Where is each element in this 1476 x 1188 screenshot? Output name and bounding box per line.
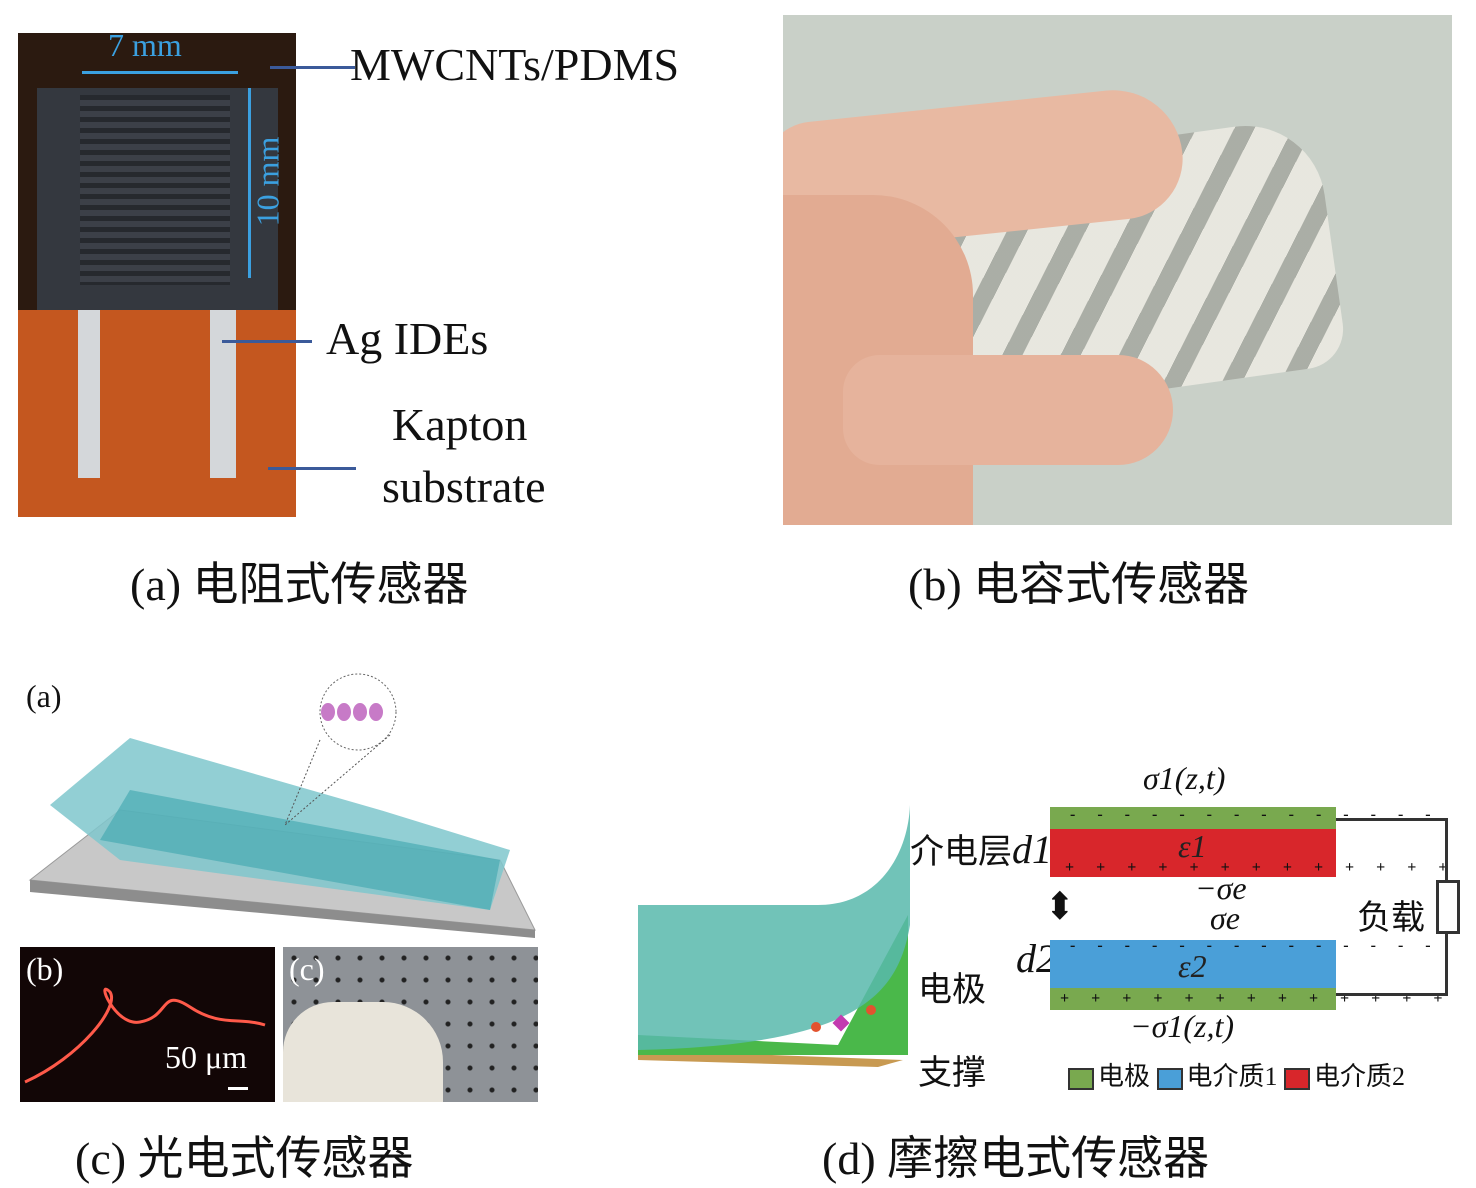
- finger: [843, 355, 1173, 465]
- bubble-beads: [321, 703, 383, 721]
- sub-label-b: (b): [26, 951, 64, 987]
- dielectric-1-layer: [1050, 940, 1336, 988]
- leader-line: [268, 467, 356, 470]
- caption-c: (c) 光电式传感器: [75, 1133, 414, 1184]
- legend-item-dielectric-2: 电介质2: [1284, 1062, 1405, 1091]
- eps1-label: ε1: [1178, 828, 1207, 864]
- legend: 电极 电介质1 电介质2: [1068, 1056, 1405, 1093]
- dielectric-layer-text: 介电层: [910, 834, 1012, 871]
- height-label: 10 mm: [249, 136, 286, 227]
- label-electrode: 电极: [918, 972, 986, 1009]
- load-label: 负载: [1357, 900, 1425, 937]
- top-charge-label: σ1(z,t): [1143, 760, 1226, 796]
- load-resistor: [1436, 880, 1460, 934]
- caption-a: (a) 电阻式传感器: [130, 559, 469, 610]
- gap-arrow: ⬍: [1044, 886, 1076, 928]
- substrate-edge: [30, 880, 535, 938]
- sub-label-a: (a): [26, 678, 62, 714]
- ag-strip-left: [78, 310, 100, 478]
- caption-b: (b) 电容式传感器: [908, 559, 1250, 610]
- leader-line: [222, 340, 312, 343]
- top-electrode: [1050, 807, 1336, 829]
- height-arrow: [248, 88, 251, 278]
- scale-bar: [228, 1087, 248, 1090]
- sigma-e-label: σe: [1210, 900, 1240, 936]
- panel-a-image: 7 mm 10 mm: [18, 27, 296, 517]
- legend-item-electrode: 电极: [1068, 1062, 1150, 1091]
- label-ag-ides: Ag IDEs: [326, 313, 489, 364]
- negative-charges: - - - - - - - - - - - - - -: [1070, 937, 1440, 954]
- bottom-electrode: [1050, 988, 1336, 1010]
- dielectric-2-layer: [1050, 829, 1336, 877]
- eps2-label: ε2: [1178, 948, 1207, 984]
- scale-bar-label: 50 μm: [165, 1039, 248, 1075]
- width-arrow: [82, 71, 238, 74]
- interdigitated-pattern: [80, 95, 230, 285]
- waveguide-core: [100, 790, 500, 910]
- neg-sigma-e-label: −σe: [1195, 870, 1247, 906]
- label-dielectric-layer: 介电层d1: [910, 824, 1052, 873]
- triboelectric-illustration: [638, 805, 910, 1067]
- positive-charges: + + + + + + + + + + + + +: [1065, 859, 1457, 876]
- bottom-charge-label: −σ1(z,t): [1130, 1008, 1235, 1044]
- width-label: 7 mm: [108, 27, 182, 63]
- dielectric-sheet: [638, 805, 910, 1050]
- panel-b-photo: [783, 15, 1452, 525]
- glowing-fiber: [24, 987, 266, 1084]
- d1-label: d1: [1012, 827, 1052, 872]
- inset-c-handling-photo: (c): [283, 947, 538, 1102]
- gloved-hand: [283, 1002, 443, 1102]
- optical-sensor-illustration: [28, 673, 536, 938]
- legend-item-dielectric-1: 电介质1: [1156, 1062, 1278, 1091]
- caption-d: (d) 摩擦电式传感器: [822, 1133, 1210, 1184]
- inset-b-fiber-photo: (b) 50 μm: [20, 947, 275, 1102]
- sub-label-c: (c): [289, 951, 325, 987]
- d2-label: d2: [1016, 936, 1056, 981]
- label-support: 支撑: [918, 1055, 986, 1092]
- label-substrate: substrate: [382, 461, 546, 512]
- label-kapton: Kapton: [392, 399, 528, 450]
- label-mwcnts-pdms: MWCNTs/PDMS: [350, 39, 680, 90]
- ag-strip-right: [210, 310, 236, 478]
- leader-line: [270, 66, 355, 69]
